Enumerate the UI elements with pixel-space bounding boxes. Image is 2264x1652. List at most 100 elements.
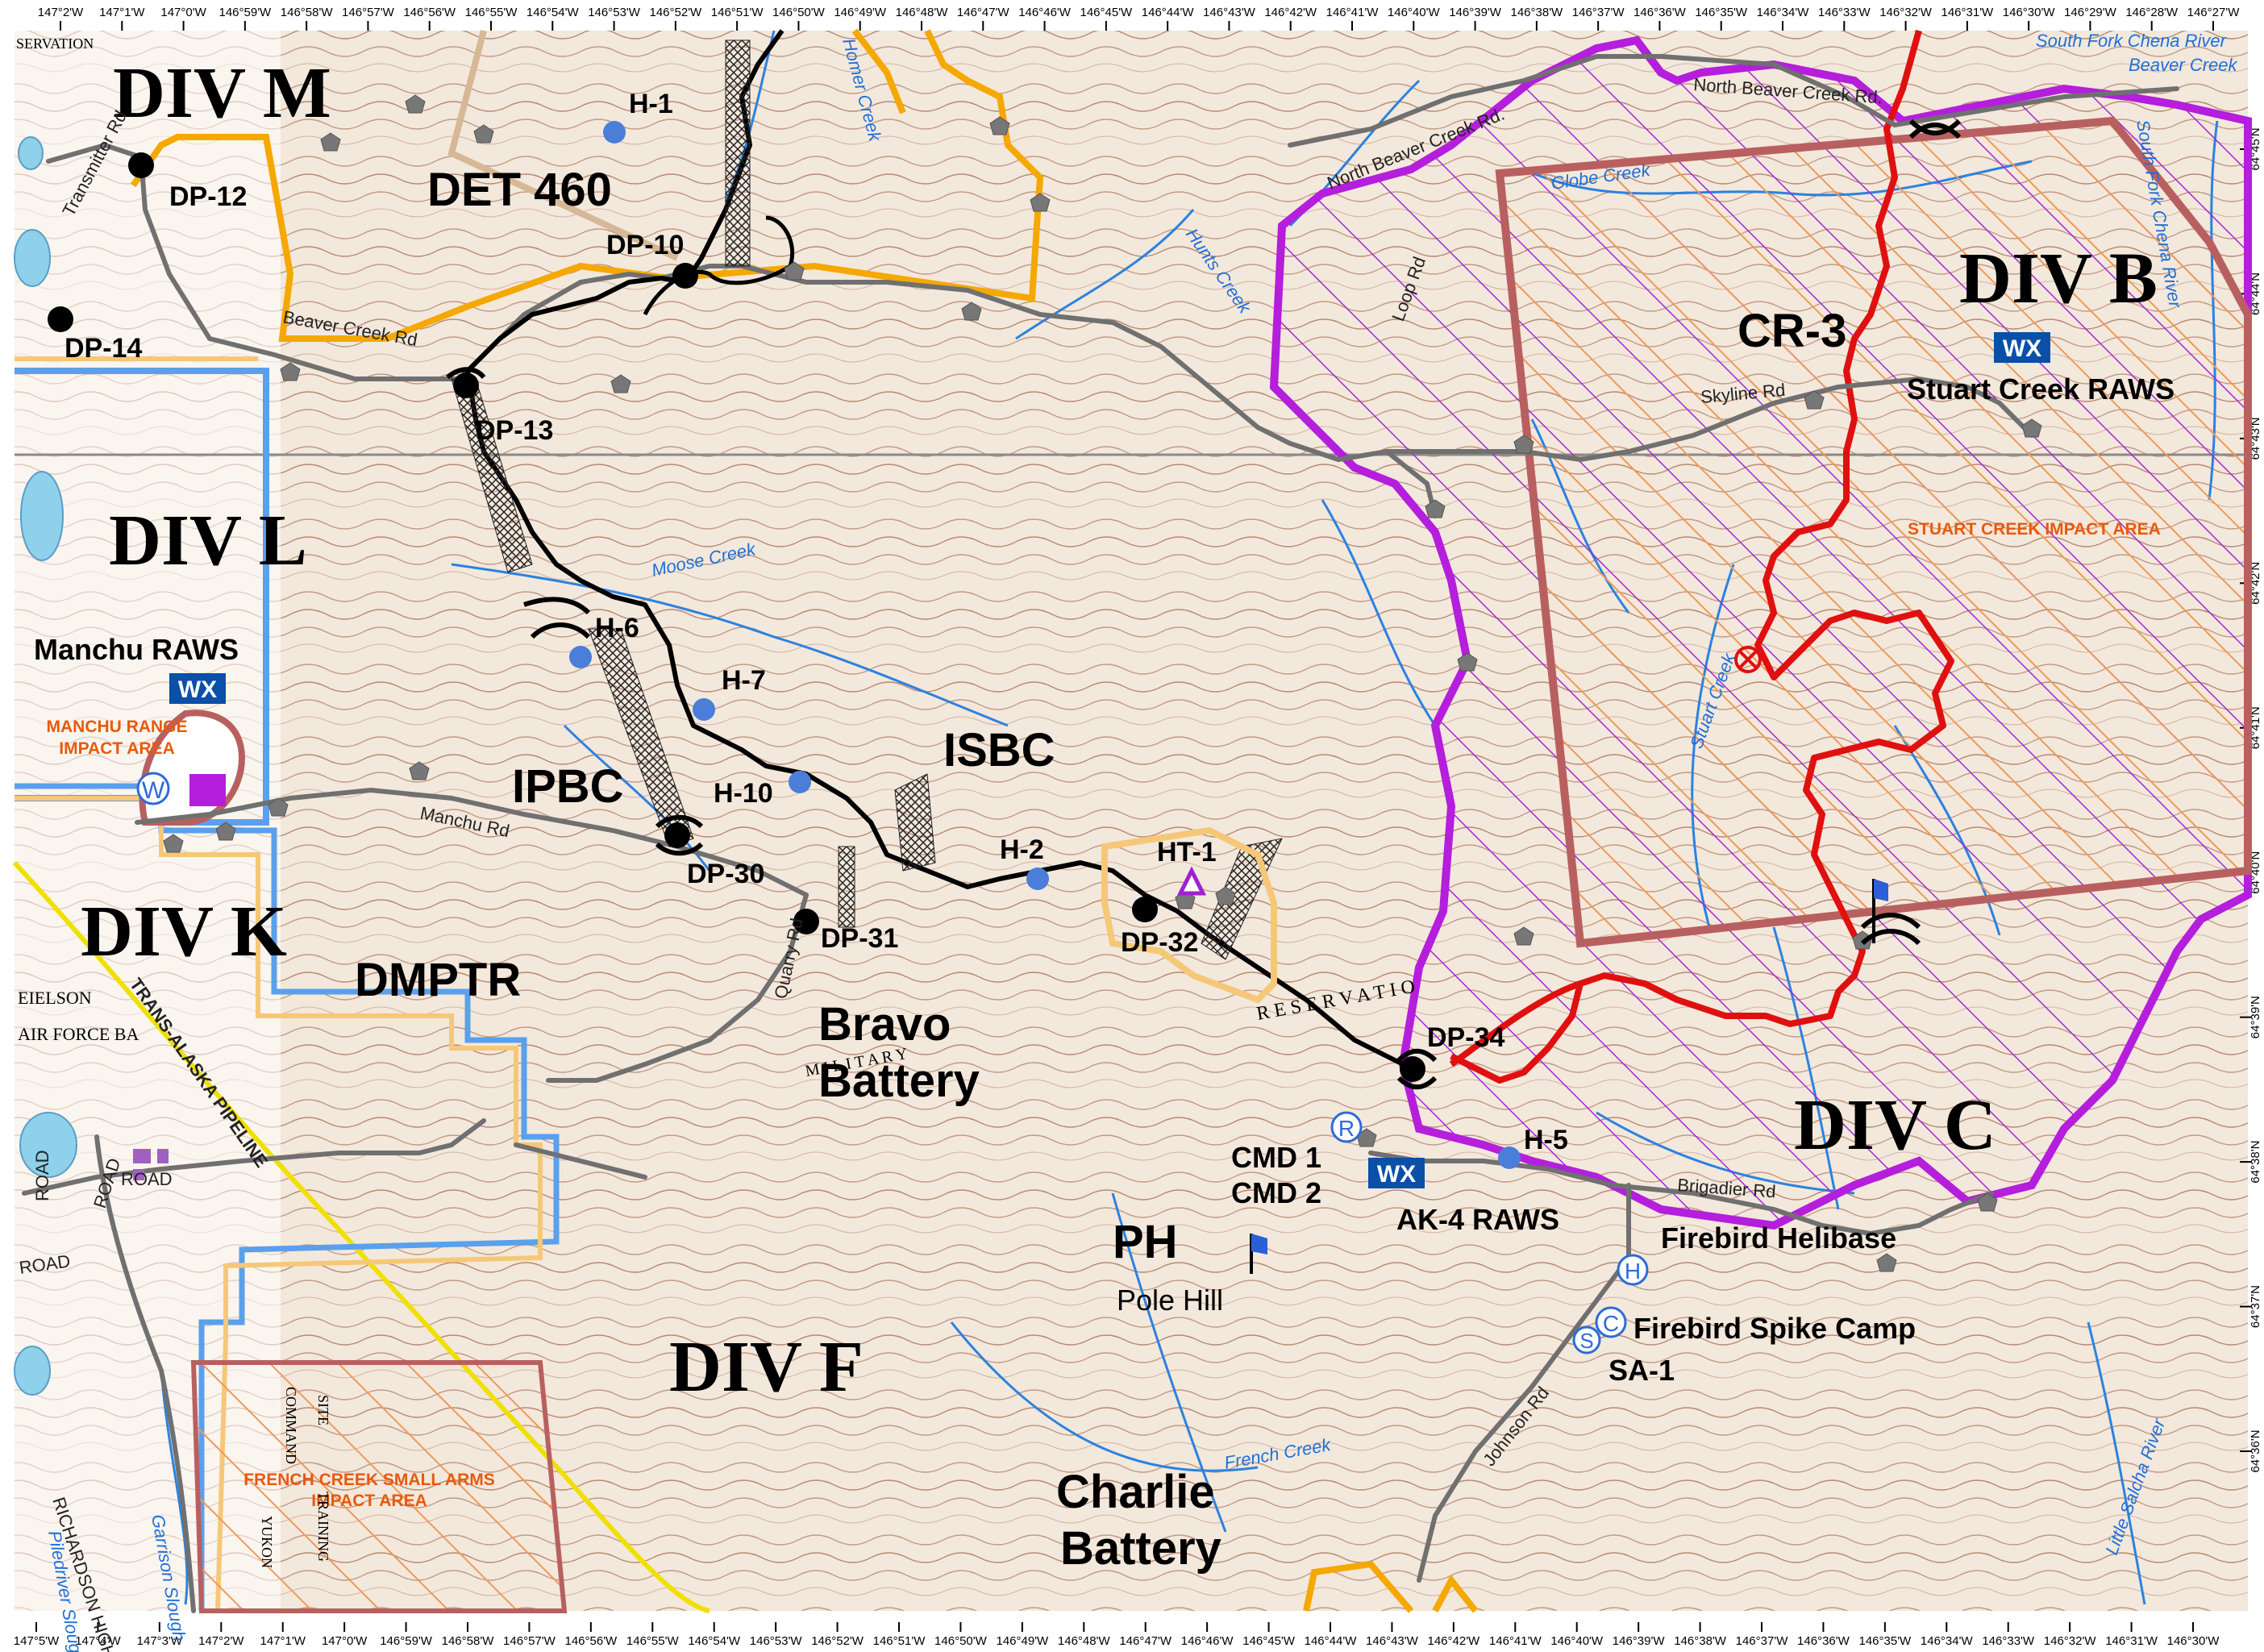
dp-31-marker[interactable] (793, 909, 819, 934)
dp-30-label: DP-30 (687, 859, 764, 889)
dmptr-label: DMPTR (355, 954, 521, 1006)
right-latitude-label: 64°37'N (2249, 1285, 2262, 1328)
bottom-longitude-label: 147°2'W (198, 1634, 244, 1648)
bottom-longitude-label: 146°33'W (1982, 1634, 2035, 1648)
div-k-boundary (15, 783, 560, 1611)
bottom-longitude-label: 146°45'W (1242, 1634, 1296, 1648)
h-symbol: H (1625, 1259, 1641, 1284)
bottom-longitude-label: 146°46'W (1181, 1634, 1234, 1648)
h-7-marker[interactable] (693, 698, 715, 721)
bottom-longitude-label: 146°57'W (503, 1634, 556, 1648)
top-longitude-label: 146°51'W (711, 6, 764, 19)
fire-line-spur (1449, 980, 1582, 1067)
dp-10-label: DP-10 (606, 230, 684, 260)
manchu-impact-label-line2: IMPACT AREA (59, 739, 175, 758)
bottom-longitude-label: 146°58'W (442, 1634, 495, 1648)
dp-32-marker[interactable] (1132, 897, 1158, 922)
manchu-wx-badge: WX (178, 676, 217, 703)
helispot-markers (569, 121, 1521, 1169)
dp-31-label: DP-31 (821, 923, 898, 954)
bottom-longitude-label: 146°31'W (2105, 1634, 2158, 1648)
south-fork-chena-label-top: South Fork Chena River (2036, 31, 2228, 51)
top-longitude-label: 146°49'W (834, 6, 887, 19)
top-longitude-label: 146°41'W (1326, 6, 1380, 19)
bottom-longitude-label: 147°5'W (14, 1634, 60, 1648)
ipbc-label: IPBC (512, 760, 624, 813)
firebird-helibase-label: Firebird Helibase (1661, 1221, 1896, 1255)
bottom-longitude-label: 146°59'W (380, 1634, 433, 1648)
s-symbol: S (1579, 1329, 1593, 1353)
dp-34-marker[interactable] (1400, 1056, 1425, 1082)
ht-1-boundary (1101, 826, 1277, 1004)
dp-13-marker[interactable] (453, 372, 479, 398)
right-latitude-label: 64°44'N (2249, 273, 2262, 315)
top-longitude-label: 146°33'W (1818, 6, 1871, 19)
dp-34-label: DP-34 (1427, 1022, 1504, 1053)
bottom-longitude-label: 147°1'W (260, 1634, 306, 1648)
h-1-marker[interactable] (603, 121, 626, 144)
det-460-label: DET 460 (427, 164, 612, 216)
ak4-raws-label: AK-4 RAWS (1396, 1203, 1559, 1236)
r-symbol: R (1338, 1116, 1355, 1141)
bottom-longitude-label: 146°49'W (996, 1634, 1049, 1648)
top-longitude-label: 146°30'W (2003, 6, 2056, 19)
dp-30-marker[interactable] (664, 822, 690, 848)
top-longitude-label: 146°43'W (1203, 6, 1256, 19)
lakes (14, 136, 77, 1396)
french-impact-label-line2: IMPACT AREA (311, 1492, 427, 1510)
air-force-base-label: AIR FORCE BA (18, 1024, 139, 1044)
stuart-creek-impact-area (1495, 116, 2252, 948)
cross-hatch-lines (451, 40, 1283, 960)
top-longitude-label: 146°44'W (1142, 6, 1195, 19)
dp-14-marker[interactable] (48, 306, 73, 332)
h-2-marker[interactable] (1026, 868, 1049, 890)
right-latitude-label: 64°39'N (2249, 996, 2262, 1038)
dp-10-marker[interactable] (672, 263, 698, 289)
road-label-3: ROAD (121, 1169, 173, 1189)
cmd-1-label: CMD 1 (1231, 1141, 1321, 1174)
top-longitude-label: 147°0'W (160, 6, 206, 19)
dp-12-label: DP-12 (169, 181, 247, 212)
bottom-longitude-label: 146°43'W (1366, 1634, 1419, 1648)
bottom-longitude-label: 146°39'W (1613, 1634, 1666, 1648)
div-k-label: DIV K (81, 892, 287, 972)
h-6-marker[interactable] (569, 646, 592, 668)
charlie-battery-label-line2: Battery (1060, 1522, 1221, 1575)
top-longitude-label: 146°53'W (588, 6, 641, 19)
bottom-longitude-label: 146°36'W (1797, 1634, 1850, 1648)
div-b-label: DIV B (1959, 239, 2158, 318)
top-longitude-label: 147°2'W (38, 6, 84, 19)
bottom-longitude-label: 146°55'W (626, 1634, 680, 1648)
bravo-battery-label-line2: Battery (818, 1055, 980, 1107)
ht-1-marker[interactable] (1176, 866, 1207, 896)
top-longitude-label: 146°48'W (896, 6, 949, 19)
dp-13-label: DP-13 (476, 415, 553, 446)
restricted-symbol (1734, 646, 1762, 673)
training-label: TRAINING (315, 1492, 331, 1562)
top-longitude-label: 146°54'W (526, 6, 580, 19)
top-longitude-label: 146°32'W (1879, 6, 1933, 19)
div-l-label: DIV L (109, 501, 307, 580)
top-longitude-label: 146°47'W (957, 6, 1010, 19)
bottom-longitude-label: 146°42'W (1427, 1634, 1480, 1648)
firebird-spike-camp-label: Firebird Spike Camp (1633, 1312, 1916, 1345)
flag-markers (1250, 879, 1888, 1274)
c-symbol: C (1603, 1311, 1619, 1336)
bottom-longitude-label: 147°0'W (322, 1634, 368, 1648)
right-latitude-label: 64°38'N (2249, 1141, 2262, 1184)
div-f-label: DIV F (669, 1327, 864, 1407)
dp-12-marker[interactable] (128, 152, 154, 178)
bottom-longitude-label: 146°48'W (1058, 1634, 1111, 1648)
w-symbol: W (142, 777, 165, 804)
ak4-wx-badge: WX (1377, 1161, 1416, 1188)
french-impact-label-line1: FRENCH CREEK SMALL ARMS (243, 1471, 495, 1489)
dp-32-label: DP-32 (1121, 927, 1198, 958)
div-m-label: DIV M (113, 53, 331, 133)
h-5-marker[interactable] (1498, 1146, 1521, 1169)
gate-symbols (446, 119, 1962, 1090)
h-10-marker[interactable] (789, 771, 811, 793)
h-7-label: H-7 (722, 665, 766, 696)
